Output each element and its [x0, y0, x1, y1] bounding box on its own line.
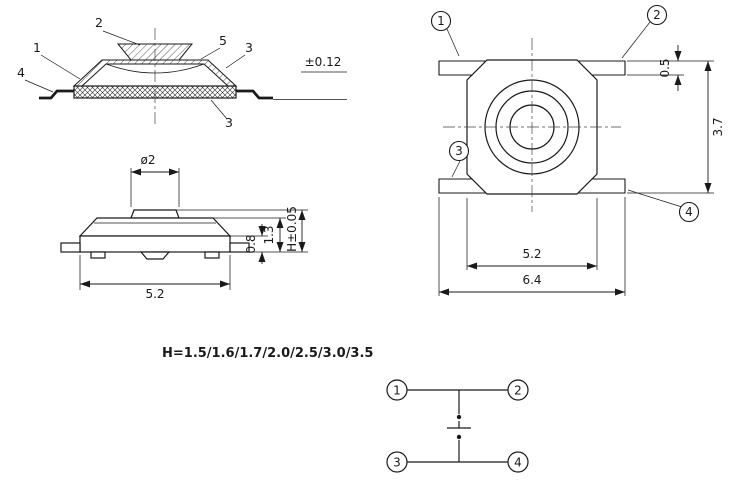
height-spec-text: H=1.5/1.6/1.7/2.0/2.5/3.0/3.5	[162, 346, 373, 361]
cross-section-view: ±0.12 1 2 5 3 4 3	[17, 15, 347, 130]
top-view: 0.5 3.7 5.2 6.4 1 2 3 4	[430, 4, 725, 296]
dim-base-height: 0.8	[244, 234, 258, 253]
schematic-pin4-circle	[507, 451, 529, 473]
circuit-schematic: 1 2 3 4	[386, 379, 529, 473]
schematic-pin1: 1	[393, 384, 401, 398]
contact-dot-bottom	[456, 434, 462, 440]
schematic-pin3: 3	[393, 456, 401, 470]
pin2-callout-circle	[646, 4, 668, 26]
dim-overall-height: H±0.05	[285, 206, 299, 252]
pin4-callout-circle	[678, 201, 700, 223]
pin1-callout-circle	[430, 10, 452, 32]
side-foot-right	[204, 251, 220, 259]
side-base	[79, 235, 231, 253]
base-section	[73, 85, 237, 99]
dim-overall-width: 6.4	[522, 273, 541, 287]
dim-body-width: 5.2	[522, 247, 541, 261]
pin3-callout: 3	[455, 144, 463, 158]
side-cover	[78, 217, 232, 237]
callout-cover: 1	[33, 40, 41, 55]
callout-actuator: 2	[95, 15, 103, 30]
left-terminal-section	[39, 89, 74, 100]
side-center-boss	[139, 251, 171, 260]
dim-side-body-width: 5.2	[145, 287, 164, 301]
schematic-pin2-circle	[507, 379, 529, 401]
pin2-callout: 2	[653, 8, 661, 22]
contact-dot-top	[456, 414, 462, 420]
dim-body-height: 1.3	[262, 225, 276, 244]
schematic-pin2: 2	[514, 384, 522, 398]
dim-lead-span: 3.7	[711, 117, 725, 136]
callout-base: 3	[225, 115, 233, 130]
side-foot-left	[90, 251, 106, 259]
actuator-section	[116, 43, 194, 61]
side-actuator	[130, 209, 180, 219]
callout-terminal: 4	[17, 65, 25, 80]
pin1-callout: 1	[437, 14, 445, 28]
pin4-callout: 4	[685, 205, 693, 219]
callout-cover-right: 3	[245, 40, 253, 55]
schematic-pin4: 4	[514, 456, 522, 470]
callout-dome: 5	[219, 33, 227, 48]
side-view: ø2 0.8 1.3 H±0.05 5.2	[60, 153, 308, 301]
seating-tolerance-label: ±0.12	[305, 55, 342, 69]
dome-contact	[105, 63, 205, 74]
pin3-callout-circle	[448, 140, 470, 162]
dim-actuator-diameter: ø2	[141, 153, 156, 167]
schematic-pin3-circle	[386, 451, 408, 473]
dim-lead-thickness: 0.5	[658, 58, 672, 77]
right-terminal-section	[236, 89, 273, 100]
side-terminal-left	[60, 242, 81, 253]
schematic-pin1-circle	[386, 379, 408, 401]
